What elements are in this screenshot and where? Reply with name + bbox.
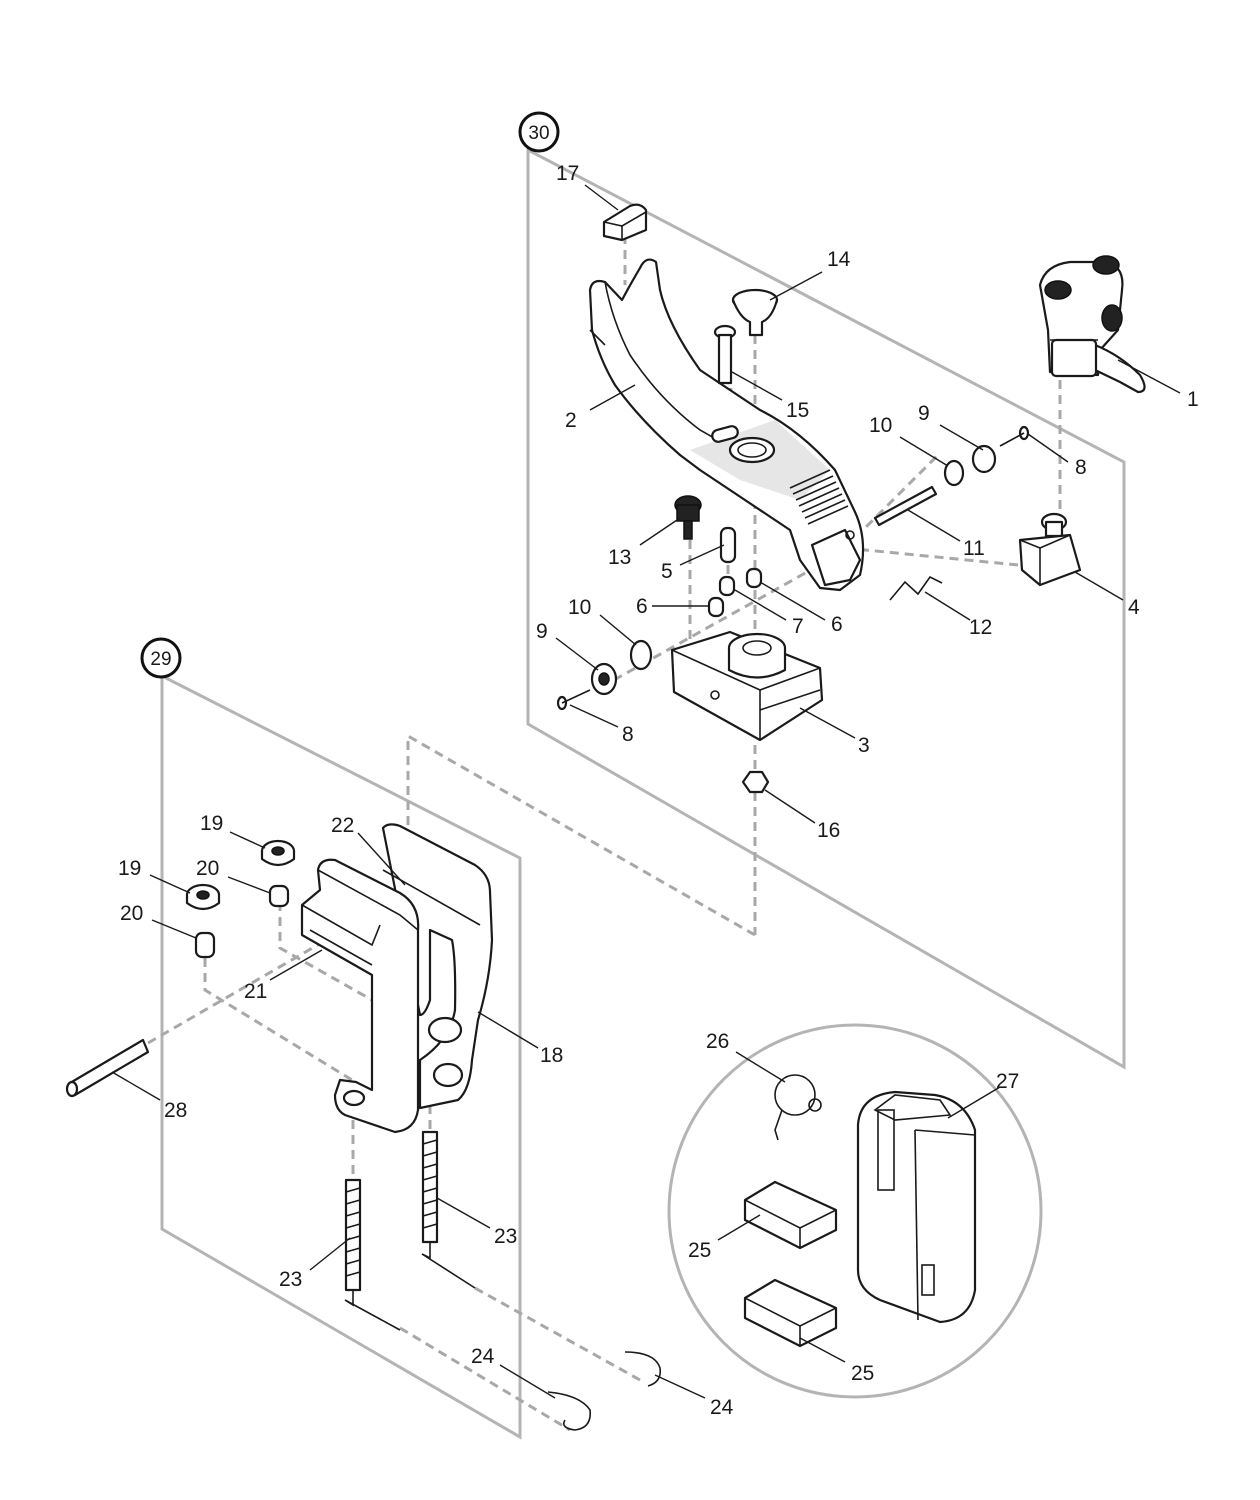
part-14-knob <box>731 288 779 337</box>
part-12-spring-clip <box>889 575 943 601</box>
callout-8-left: 8 <box>622 723 634 746</box>
part-26-ring <box>774 1074 822 1141</box>
callout-25-upper: 25 <box>688 1239 711 1262</box>
part-5-sleeve <box>719 526 737 564</box>
assembly-29-label: 29 <box>150 649 171 670</box>
callout-17: 17 <box>556 162 579 185</box>
part-20-bushing-upper <box>268 884 290 908</box>
part-25-pad-upper <box>743 1180 838 1250</box>
callout-28: 28 <box>164 1099 187 1122</box>
callout-10-right: 10 <box>869 414 892 437</box>
part-21-front-frame <box>300 858 420 1134</box>
part-6-pin-left <box>707 596 725 618</box>
part-15-screw <box>713 324 737 385</box>
part-17-cap <box>602 203 648 242</box>
part-4-block <box>1018 512 1082 587</box>
callout-19-lower: 19 <box>118 857 141 880</box>
callout-21: 21 <box>244 980 267 1003</box>
callout-9-right: 9 <box>918 402 930 425</box>
part-24-clip-right <box>624 1351 662 1387</box>
part-13-thumbscrew <box>674 495 702 540</box>
callout-4: 4 <box>1128 596 1140 619</box>
leader-lines <box>111 184 1181 1399</box>
part-19-cap-lower <box>185 883 221 911</box>
callout-20-lower: 20 <box>120 902 143 925</box>
callout-24-left: 24 <box>471 1345 495 1368</box>
assembly-30-label: 30 <box>528 123 549 144</box>
callout-14: 14 <box>827 248 851 271</box>
callout-15: 15 <box>786 399 809 422</box>
part-28-rod <box>65 1038 150 1098</box>
callout-6-right: 6 <box>831 613 843 636</box>
callout-23-left: 23 <box>279 1268 302 1291</box>
part-9-washer-right <box>971 444 997 474</box>
part-19-cap-upper <box>260 839 296 867</box>
part-23-spring-right <box>421 1130 476 1289</box>
callout-13: 13 <box>608 546 631 569</box>
part-20-bushing-lower <box>194 931 216 959</box>
assembly-30-callout: 30 <box>518 111 560 153</box>
callout-1: 1 <box>1187 388 1199 411</box>
part-8-pin-left <box>556 689 591 711</box>
accessory-kit-circle <box>667 1023 1043 1399</box>
callout-2: 2 <box>565 409 577 432</box>
part-18-rear-frame <box>381 823 494 1110</box>
callout-3: 3 <box>858 734 870 757</box>
callout-19-upper: 19 <box>200 812 223 835</box>
assembly-29-callout: 29 <box>140 637 182 679</box>
part-labels: 1 2 3 4 5 6 6 7 8 8 9 9 10 10 11 12 13 1… <box>118 162 1199 1419</box>
part-3-base-block <box>670 630 824 742</box>
part-11-rod <box>873 485 938 527</box>
part-16-nut <box>741 770 770 794</box>
part-23-spring-left <box>344 1178 401 1331</box>
callout-11: 11 <box>963 537 985 560</box>
callout-10-left: 10 <box>568 596 591 619</box>
part-8-pin-right <box>999 425 1030 447</box>
part-2-arm <box>588 258 865 592</box>
callout-25-lower: 25 <box>851 1362 874 1385</box>
callout-5: 5 <box>661 560 673 583</box>
callout-12: 12 <box>969 616 992 639</box>
callout-9-left: 9 <box>536 620 548 643</box>
callout-16: 16 <box>817 819 840 842</box>
part-25-pad-lower <box>743 1278 838 1348</box>
callout-20-upper: 20 <box>196 857 219 880</box>
callout-18: 18 <box>540 1044 563 1067</box>
callout-6-left: 6 <box>636 595 648 618</box>
part-1-clamp-head <box>1038 255 1146 394</box>
callout-22: 22 <box>331 814 354 837</box>
callout-7: 7 <box>792 615 804 638</box>
callout-26: 26 <box>706 1030 729 1053</box>
assembly-lines <box>147 235 1062 1432</box>
callout-27: 27 <box>996 1070 1019 1093</box>
part-7-bushing <box>718 575 736 597</box>
assembly-30-frame <box>526 147 1126 1070</box>
assembly-29-frame <box>160 673 522 1440</box>
part-24-clip-left <box>547 1391 592 1431</box>
part-9-washer-left <box>590 662 618 696</box>
part-10-washer-left <box>629 639 653 671</box>
callout-24-right: 24 <box>710 1396 734 1419</box>
part-6-pin-right <box>745 567 763 589</box>
part-27-pouch <box>856 1090 977 1324</box>
part-10-washer-right <box>943 459 965 487</box>
callout-23-right: 23 <box>494 1225 517 1248</box>
callout-8-right: 8 <box>1075 456 1087 479</box>
